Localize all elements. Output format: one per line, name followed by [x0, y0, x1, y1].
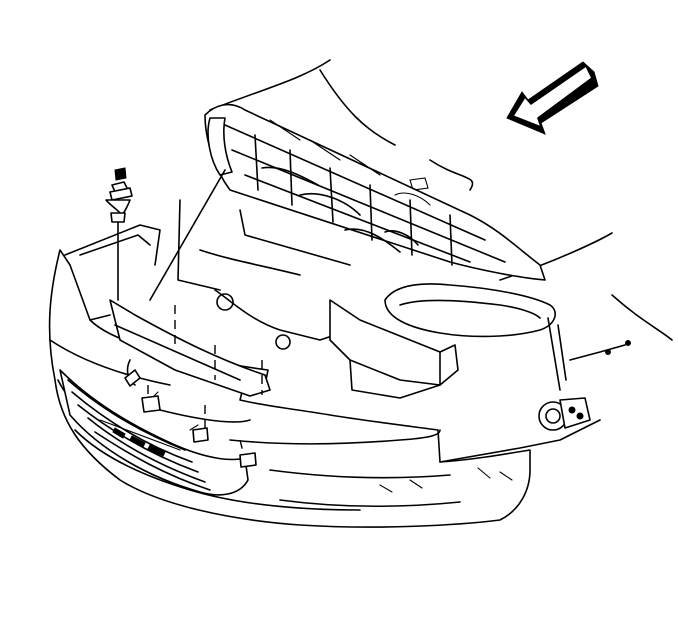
grille-openings	[59, 369, 249, 496]
push-pin-retainer	[105, 167, 133, 301]
radiator-support	[177, 103, 546, 350]
headlamp-assembly	[384, 283, 567, 391]
installation-lines	[147, 169, 263, 461]
lower-support	[329, 299, 459, 399]
fascia-top-surface	[109, 299, 271, 397]
direction-arrow-icon	[506, 61, 599, 135]
fog-lamp	[538, 340, 631, 431]
fascia-fasteners	[141, 395, 257, 468]
